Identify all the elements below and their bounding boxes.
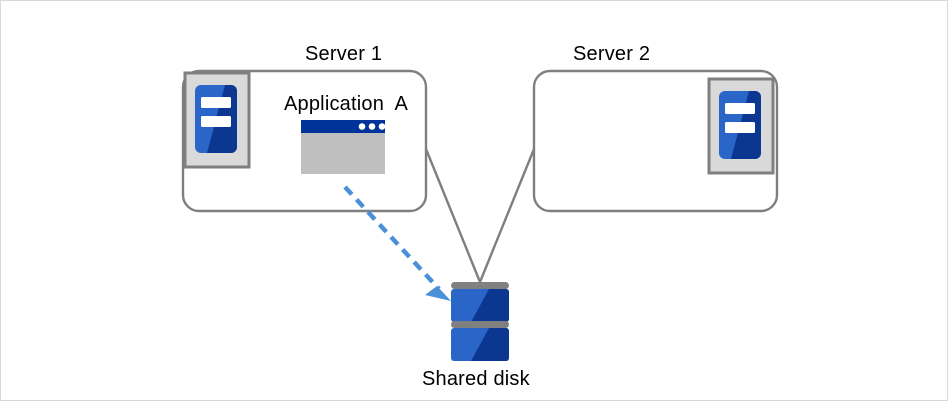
connector-server1-to-disk <box>424 148 482 283</box>
application-label: Application A <box>284 93 408 115</box>
connector-server2-to-disk <box>478 148 536 283</box>
server-icon <box>707 77 775 175</box>
server1-label: Server 1 <box>305 43 383 65</box>
server2-box[interactable] <box>532 69 779 213</box>
disk-stack-icon <box>451 282 509 361</box>
server1-box[interactable] <box>181 69 428 213</box>
server-icon <box>183 71 251 169</box>
server2-label: Server 2 <box>573 43 651 65</box>
connector-application-to-disk <box>343 185 451 301</box>
shared-disk-label: Shared disk <box>422 368 530 390</box>
application-window-icon <box>301 120 386 174</box>
